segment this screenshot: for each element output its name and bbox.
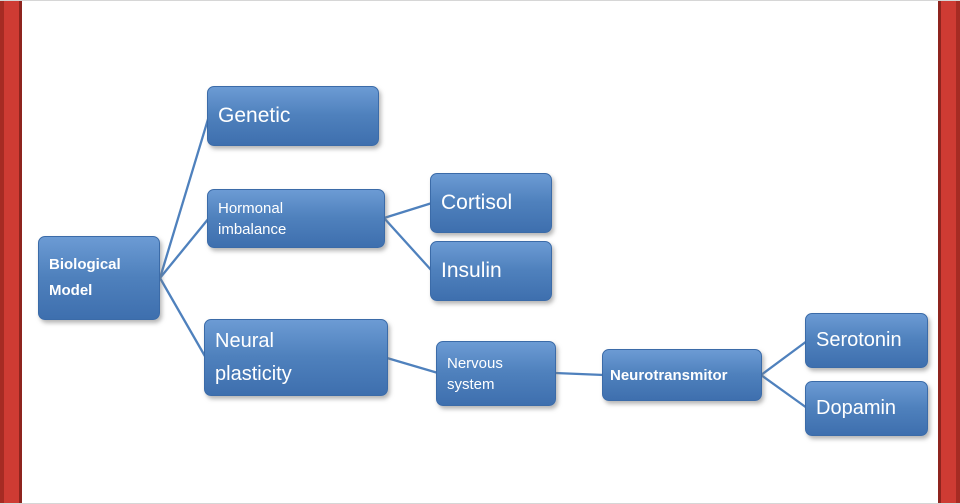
node-label: Serotonin (816, 329, 902, 351)
right-red-border (938, 1, 960, 503)
node-insulin: Insulin (430, 241, 552, 301)
node-neurotransmitor: Neurotransmitor (602, 349, 762, 401)
node-biological-model: Biological Model (38, 236, 160, 320)
node-cortisol: Cortisol (430, 173, 552, 233)
node-label: Hormonal (218, 199, 284, 217)
node-neural-plasticity: Neural plasticity (204, 319, 388, 396)
node-hormonal-imbalance: Hormonal imbalance (207, 189, 385, 248)
node-label: plasticity (215, 362, 292, 385)
node-label: Genetic (218, 104, 291, 127)
node-label: Dopamin (816, 397, 897, 419)
node-label: Neurotransmitor (610, 366, 728, 384)
node-label: Biological (49, 256, 121, 273)
node-serotonin: Serotonin (805, 313, 928, 368)
node-label: Insulin (441, 259, 502, 282)
node-label: imbalance (218, 220, 287, 238)
node-dopamin: Dopamin (805, 381, 928, 436)
node-genetic: Genetic (207, 86, 379, 146)
node-label: Nervous (447, 354, 503, 372)
node-label: system (447, 375, 495, 393)
node-nervous-system: Nervous system (436, 341, 556, 406)
node-label: Model (49, 282, 93, 299)
left-red-border (0, 1, 22, 503)
node-label: Neural (215, 329, 274, 352)
node-label: Cortisol (441, 191, 513, 214)
